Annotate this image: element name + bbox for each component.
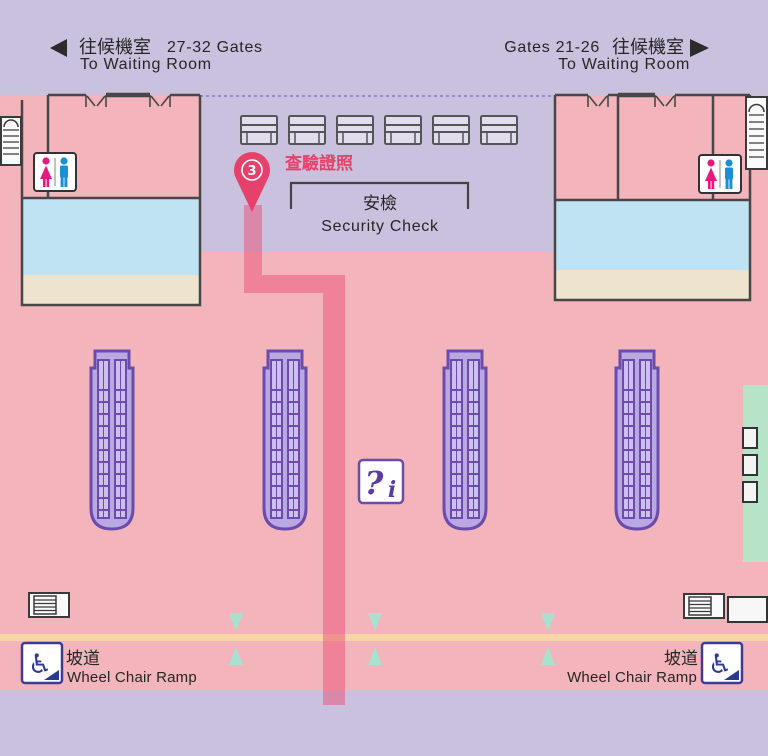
info-question-glyph: ? [365, 464, 384, 502]
stairs-frame [0, 116, 22, 166]
door [149, 95, 171, 107]
escalator-icon [444, 351, 486, 529]
ramp-marker-up [368, 647, 382, 665]
sign-left-zh: 往候機室 [79, 37, 151, 58]
service-counter [742, 481, 758, 503]
ramp-slope [44, 670, 59, 680]
sign-right-en: To Waiting Room [558, 56, 690, 73]
ticket-gate-icon [337, 116, 373, 144]
walkway-stripe [0, 634, 768, 641]
sign-left-en: To Waiting Room [80, 56, 212, 73]
stairs-landing [3, 119, 19, 128]
stairs-icon [745, 96, 768, 170]
wheelchair-glyph: ♿ [708, 649, 732, 680]
ramp-left-en: Wheel Chair Ramp [67, 669, 197, 686]
ramp-marker-down [368, 613, 382, 631]
stairs-icon [0, 116, 22, 166]
ramp-right-zh: 坡道 [664, 649, 698, 669]
sign-right-gates: Gates 21-26 往候機室 To Waiting Room [504, 37, 709, 73]
restroom-icon [34, 153, 76, 191]
checkpoint-label: 查驗證照 [284, 153, 353, 174]
ticket-gate-icon [481, 116, 517, 144]
route-path [244, 205, 345, 705]
waiting-area [555, 200, 750, 270]
info-i-glyph: i [388, 477, 396, 503]
stairs-treads [749, 114, 764, 158]
ramp-right: 坡道 Wheel Chair Ramp ♿ [567, 641, 744, 686]
service-counter [742, 454, 758, 476]
ramp-right-en: Wheel Chair Ramp [567, 669, 697, 686]
arrow-right-icon [690, 39, 709, 57]
ticket-gate-icon [289, 116, 325, 144]
door [587, 95, 609, 107]
room-walls [553, 93, 752, 302]
security-check-en: Security Check [321, 218, 439, 235]
counter-area [22, 275, 200, 305]
ramp-marker-up [541, 647, 555, 665]
escalator-icon [616, 351, 658, 529]
ramp-marker-down [541, 613, 555, 631]
info-frame [357, 458, 405, 505]
stairs-landing [748, 103, 765, 113]
wheelchair-icon: ♿ [700, 641, 744, 685]
waiting-area [22, 198, 200, 275]
wheelchair-glyph: ♿ [28, 649, 52, 680]
security-check-bracket [289, 181, 470, 209]
ticket-gate-icon [241, 116, 277, 144]
ticket-gate-icon [433, 116, 469, 144]
ramp-slope [724, 670, 739, 680]
sign-left-gates-range: 27-32 Gates [167, 39, 263, 56]
location-pin-icon: 3 [233, 152, 270, 212]
escalator-icon [91, 351, 133, 529]
ramp-marker-down [229, 613, 243, 631]
counter-area [555, 270, 750, 300]
sign-right-zh: 往候機室 [612, 37, 684, 58]
escalator-icon [264, 351, 306, 529]
door [654, 95, 676, 107]
wheelchair-icon: ♿ [20, 641, 64, 685]
equipment-box [727, 596, 768, 623]
stairs-icon [29, 593, 69, 617]
security-check-zh: 安檢 [363, 194, 397, 214]
ticket-gate-icon [385, 116, 421, 144]
ramp-left-zh: 坡道 [66, 649, 100, 669]
pin-step-ring [241, 159, 263, 181]
lower-corridor [0, 690, 768, 756]
information-icon: ? i [357, 458, 405, 505]
left-service-room [20, 92, 202, 307]
restroom-icon [699, 155, 741, 193]
sign-left-gates: 往候機室 27-32 Gates To Waiting Room [50, 37, 263, 73]
sign-right-gates-range: Gates 21-26 [504, 39, 600, 56]
ramp-left: ♿ 坡道 Wheel Chair Ramp [20, 641, 197, 686]
wheelchair-icon-frame [20, 641, 64, 685]
right-service-room [553, 92, 752, 302]
ramp-marker-up [229, 647, 243, 665]
door [85, 95, 107, 107]
upper-corridor [0, 0, 768, 95]
pin-step-number: 3 [247, 164, 256, 179]
room-walls [20, 93, 202, 307]
arrow-left-icon [50, 39, 67, 57]
stairs-frame [745, 96, 768, 170]
wheelchair-icon-frame [700, 641, 744, 685]
stairs-treads [3, 129, 19, 155]
service-counter [742, 427, 758, 449]
stairs-icon [684, 594, 724, 618]
